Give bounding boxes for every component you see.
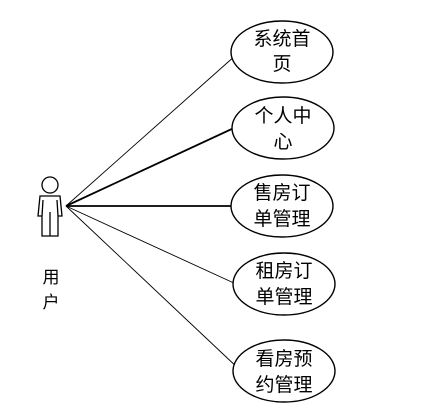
use-case-ellipse — [232, 252, 336, 316]
use-case-label-line-2: 单管理 — [255, 286, 312, 308]
actor-label-line-1: 用 — [43, 268, 60, 288]
use-case-label-line-1: 售房订 — [253, 182, 310, 204]
actor-arm-left — [41, 199, 44, 217]
use-case-ellipse — [232, 339, 336, 403]
use-case-sale-order-management[interactable]: 售房订 单管理 — [230, 174, 334, 238]
association-line-rent-order-management — [65, 205, 237, 285]
association-line-viewing-appointment — [65, 205, 241, 371]
use-case-personal-center[interactable]: 个人中 心 — [231, 96, 335, 160]
actor-arm-right — [56, 199, 59, 217]
use-case-ellipse — [231, 96, 335, 160]
use-case-label-line-1: 租房订 — [255, 260, 312, 282]
association-lines — [65, 54, 241, 371]
actor-head — [41, 176, 59, 194]
use-case-label-line-1: 个人中 — [254, 105, 311, 127]
use-case-label-line-1: 系统首 — [253, 28, 310, 50]
use-case-label-line-2: 单管理 — [253, 208, 310, 230]
use-case-label-line-2: 心 — [273, 131, 292, 153]
use-case-ellipse — [230, 174, 334, 238]
actor-figure — [37, 176, 63, 237]
use-case-label-line-2: 约管理 — [255, 374, 312, 396]
use-case-label-line-1: 看房预 — [255, 348, 312, 370]
use-case-system-home[interactable]: 系统首 页 — [230, 20, 334, 84]
use-case-rent-order-management[interactable]: 租房订 单管理 — [232, 252, 336, 316]
association-line-personal-center — [65, 126, 237, 207]
use-case-ellipse — [230, 20, 334, 84]
association-line-system-home — [65, 54, 237, 207]
actor-label-line-2: 户 — [43, 293, 60, 313]
use-case-label-line-2: 页 — [272, 53, 291, 75]
use-case-viewing-appointment[interactable]: 看房预 约管理 — [232, 339, 336, 403]
